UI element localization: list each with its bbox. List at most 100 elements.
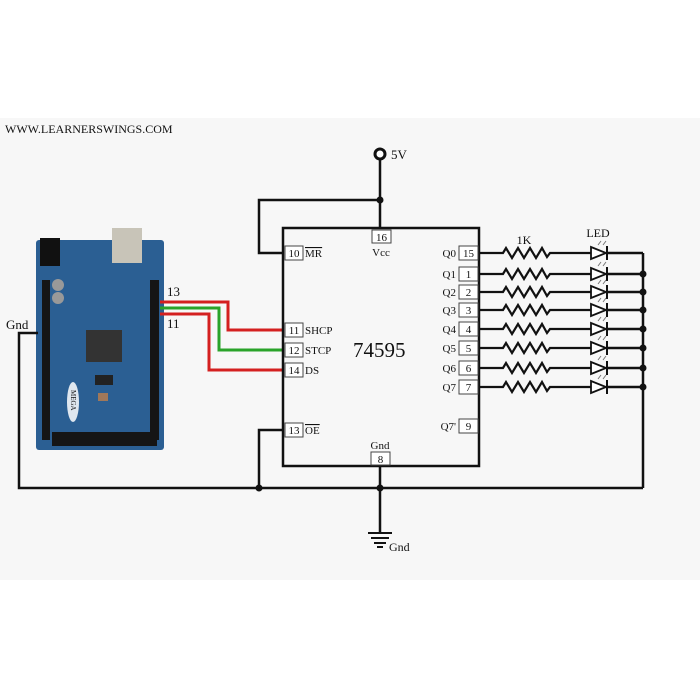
junction-dot bbox=[639, 270, 647, 278]
light-rays-icon bbox=[597, 297, 607, 303]
right-pin-Q7: 7 Q7 bbox=[443, 374, 647, 395]
arduino-pin-13-label: 13 bbox=[167, 284, 180, 299]
resistor-1k bbox=[479, 360, 591, 376]
pin-number: 13 bbox=[289, 425, 301, 437]
right-pin-Q2: 2 Q2 bbox=[443, 279, 647, 300]
pin-number: 12 bbox=[289, 345, 300, 357]
pin-number: 14 bbox=[289, 365, 301, 377]
led-icon bbox=[590, 266, 609, 282]
pin-label: STCP bbox=[305, 345, 331, 357]
junction-dot bbox=[639, 383, 647, 391]
arduino-pin-11-label: 11 bbox=[167, 316, 180, 331]
left-pin-14: 14 DS bbox=[284, 362, 319, 378]
pin-number: 15 bbox=[463, 248, 475, 260]
pin-number: 6 bbox=[466, 363, 472, 375]
pin-number: 4 bbox=[466, 324, 472, 336]
left-pin-10: 10 MR bbox=[284, 245, 323, 261]
pin-box bbox=[458, 245, 479, 261]
pin-number: 3 bbox=[466, 305, 472, 317]
right-pin-Q0: 15 Q0 bbox=[443, 240, 643, 261]
left-pin-12: 12 STCP bbox=[284, 342, 331, 358]
junction-dot bbox=[376, 196, 384, 204]
vcc-label: Vcc bbox=[372, 247, 390, 259]
pin-label: Q7 bbox=[443, 382, 457, 394]
5v-label: 5V bbox=[391, 147, 408, 162]
ground-label: Gnd bbox=[389, 540, 410, 554]
pin-number: 1 bbox=[466, 269, 472, 281]
pin-box bbox=[458, 266, 479, 282]
resistor-1k bbox=[479, 266, 591, 282]
right-pin-Q3: 3 Q3 bbox=[443, 297, 647, 318]
junction-dot bbox=[639, 306, 647, 314]
junction-dot bbox=[639, 288, 647, 296]
pin-box bbox=[458, 321, 479, 337]
gnd-pin-label: Gnd bbox=[371, 440, 390, 452]
pin-box bbox=[458, 284, 479, 300]
left-pin-11: 11 SHCP bbox=[284, 322, 333, 338]
pin-number: 7 bbox=[466, 382, 472, 394]
pin-label: DS bbox=[305, 365, 319, 377]
pin-box bbox=[284, 245, 304, 261]
right-pin-Q6: 6 Q6 bbox=[443, 355, 647, 376]
stcp-wire bbox=[160, 306, 283, 352]
pin-box bbox=[458, 340, 479, 356]
led-icon bbox=[590, 340, 609, 356]
led-icon bbox=[590, 284, 609, 300]
light-rays-icon bbox=[597, 374, 607, 380]
ic-name: 74595 bbox=[353, 338, 406, 362]
pin-16-box bbox=[371, 229, 392, 244]
ds-wire bbox=[160, 312, 283, 372]
led-icon bbox=[590, 302, 609, 318]
pin-box bbox=[284, 362, 304, 378]
pin-8-box bbox=[370, 451, 391, 466]
pin-box bbox=[458, 418, 479, 434]
pin-box bbox=[458, 302, 479, 318]
watermark: WWW.LEARNERSWINGS.COM bbox=[5, 122, 173, 136]
pin-label: Q2 bbox=[443, 287, 456, 299]
ground-icon bbox=[368, 532, 392, 548]
light-rays-icon bbox=[597, 240, 607, 246]
5v-terminal bbox=[373, 147, 387, 161]
pin-number: 11 bbox=[289, 325, 300, 337]
junction-dot bbox=[255, 484, 263, 492]
pin-label: Q4 bbox=[443, 324, 457, 336]
pin-label: Q0 bbox=[443, 248, 457, 260]
pin-box bbox=[458, 360, 479, 376]
resistor-1k bbox=[479, 302, 591, 318]
arduino-gnd-label: Gnd bbox=[6, 317, 29, 332]
pin-label: Q7' bbox=[441, 421, 456, 433]
led-icon bbox=[590, 379, 609, 395]
junction-dot bbox=[639, 325, 647, 333]
led-icon bbox=[590, 360, 609, 376]
pin-number: 10 bbox=[289, 248, 301, 260]
junction-dot bbox=[639, 344, 647, 352]
right-pin-Q7': 9Q7' bbox=[441, 418, 479, 434]
led-icon bbox=[590, 245, 609, 261]
pin-label: Q6 bbox=[443, 363, 457, 375]
light-rays-icon bbox=[597, 261, 607, 267]
shcp-wire bbox=[160, 300, 283, 332]
arduino-mega-board: MEGA bbox=[36, 228, 164, 450]
pin-label: Q3 bbox=[443, 305, 457, 317]
junction-dot bbox=[376, 484, 384, 492]
pin-box bbox=[458, 379, 479, 395]
pin-number: 2 bbox=[466, 287, 472, 299]
led-icon bbox=[590, 321, 609, 337]
light-rays-icon bbox=[597, 335, 607, 341]
arduino-logo-text: MEGA bbox=[69, 390, 77, 411]
pin-label: Q1 bbox=[443, 269, 456, 281]
pin-16-number: 16 bbox=[376, 232, 388, 244]
resistor-1k bbox=[479, 379, 591, 395]
pin-label: MR bbox=[305, 248, 323, 260]
light-rays-icon bbox=[597, 355, 607, 361]
pin-label: Q5 bbox=[443, 343, 457, 355]
resistor-1k bbox=[479, 284, 591, 300]
led-label: LED bbox=[586, 226, 610, 240]
pin-box bbox=[284, 342, 304, 358]
pin-label: SHCP bbox=[305, 325, 333, 337]
right-pin-Q1: 1 Q1 bbox=[443, 261, 647, 282]
resistor-1k bbox=[479, 340, 591, 356]
